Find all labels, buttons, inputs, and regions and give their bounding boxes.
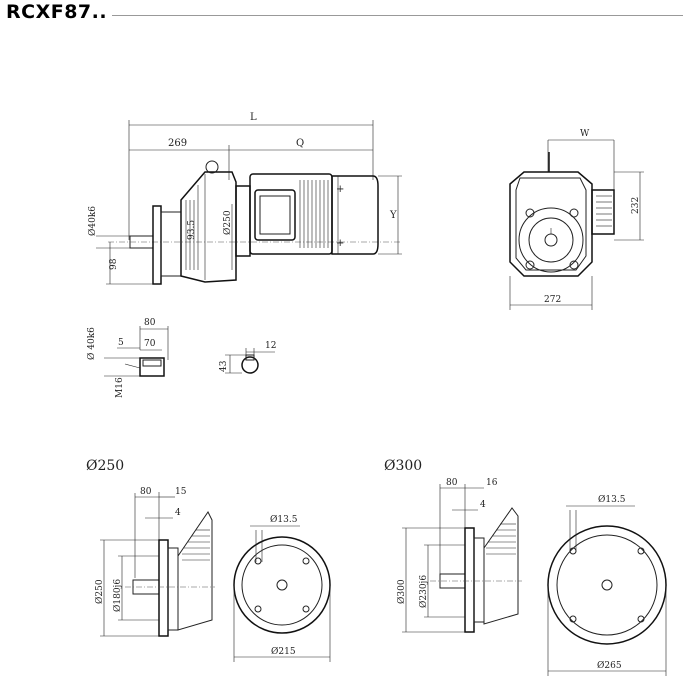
- svg-text:+: +: [336, 238, 344, 249]
- f250-dim-215: Ø215: [271, 646, 296, 657]
- f250-dim-13-5: Ø13.5: [270, 514, 298, 525]
- dim-93-5: 93.5: [187, 220, 197, 240]
- dim-98: 98: [109, 258, 119, 270]
- dim-Y: Y: [389, 210, 397, 221]
- dim-40k6: Ø40k6: [87, 206, 98, 236]
- f300-dim-230j6: Ø230j6: [418, 575, 429, 608]
- f250-dim-80: 80: [140, 487, 152, 497]
- svg-text:+: +: [336, 184, 344, 195]
- dim-250: Ø250: [222, 210, 233, 235]
- f300-dim-16: 16: [486, 478, 498, 488]
- flange-250-heading: Ø250: [86, 458, 124, 474]
- dim-269: 269: [168, 138, 187, 149]
- flange-250-view: Ø250 80 15 4 Ø250 Ø180j6: [86, 458, 331, 662]
- dim-40k6-shaft: Ø 40k6: [86, 327, 97, 360]
- dim-L: L: [250, 112, 257, 123]
- f250-housing: [177, 511, 213, 631]
- flange-300-view: Ø300 80 16 4 Ø300 Ø230j6: [384, 458, 667, 676]
- f250-dim-250: Ø250: [94, 579, 105, 604]
- dim-80: 80: [144, 318, 156, 328]
- flange-300-heading: Ø300: [384, 458, 422, 474]
- dim-43: 43: [219, 360, 229, 372]
- shaft-end: [139, 357, 165, 377]
- f300-dim-13-5: Ø13.5: [598, 494, 626, 505]
- f300-front: [547, 525, 667, 645]
- dim-232: 232: [631, 197, 641, 214]
- dim-W: W: [580, 129, 590, 139]
- f300-dim-4: 4: [480, 500, 486, 510]
- title-rule: [112, 15, 683, 16]
- f250-dim-4: 4: [175, 508, 181, 518]
- f300-dim-265: Ø265: [597, 660, 622, 671]
- fan-cover: [331, 175, 379, 255]
- f250-dim-15: 15: [175, 487, 187, 497]
- terminal-box: [254, 189, 296, 241]
- key-detail: 12 43: [219, 341, 276, 374]
- eyebolt: [205, 160, 219, 174]
- f300-flange: [464, 527, 475, 633]
- motor-adapter: [235, 185, 251, 257]
- main-view: L 269 Q +: [87, 112, 402, 285]
- shaft-detail: 80 5 70 Ø 40k6 M16: [86, 318, 169, 398]
- dim-70: 70: [144, 339, 156, 349]
- f300-dim-300: Ø300: [396, 579, 407, 604]
- drawing-title: RCXF87..: [6, 1, 108, 23]
- f300-dim-80: 80: [446, 478, 458, 488]
- dim-M16: M16: [115, 377, 125, 398]
- f250-flange: [158, 539, 169, 637]
- dim-5: 5: [118, 338, 124, 348]
- terminal-side: [591, 189, 615, 235]
- shaft-section: [241, 356, 259, 374]
- dim-Q: Q: [296, 138, 304, 149]
- housing-side: [509, 171, 593, 277]
- output-flange: [152, 205, 162, 285]
- dim-12: 12: [265, 341, 276, 351]
- f300-housing: [483, 507, 519, 625]
- side-view: W 232 272: [509, 129, 644, 310]
- f250-front: [233, 536, 331, 634]
- dim-272: 272: [544, 295, 561, 305]
- f250-dim-180j6: Ø180j6: [112, 579, 123, 612]
